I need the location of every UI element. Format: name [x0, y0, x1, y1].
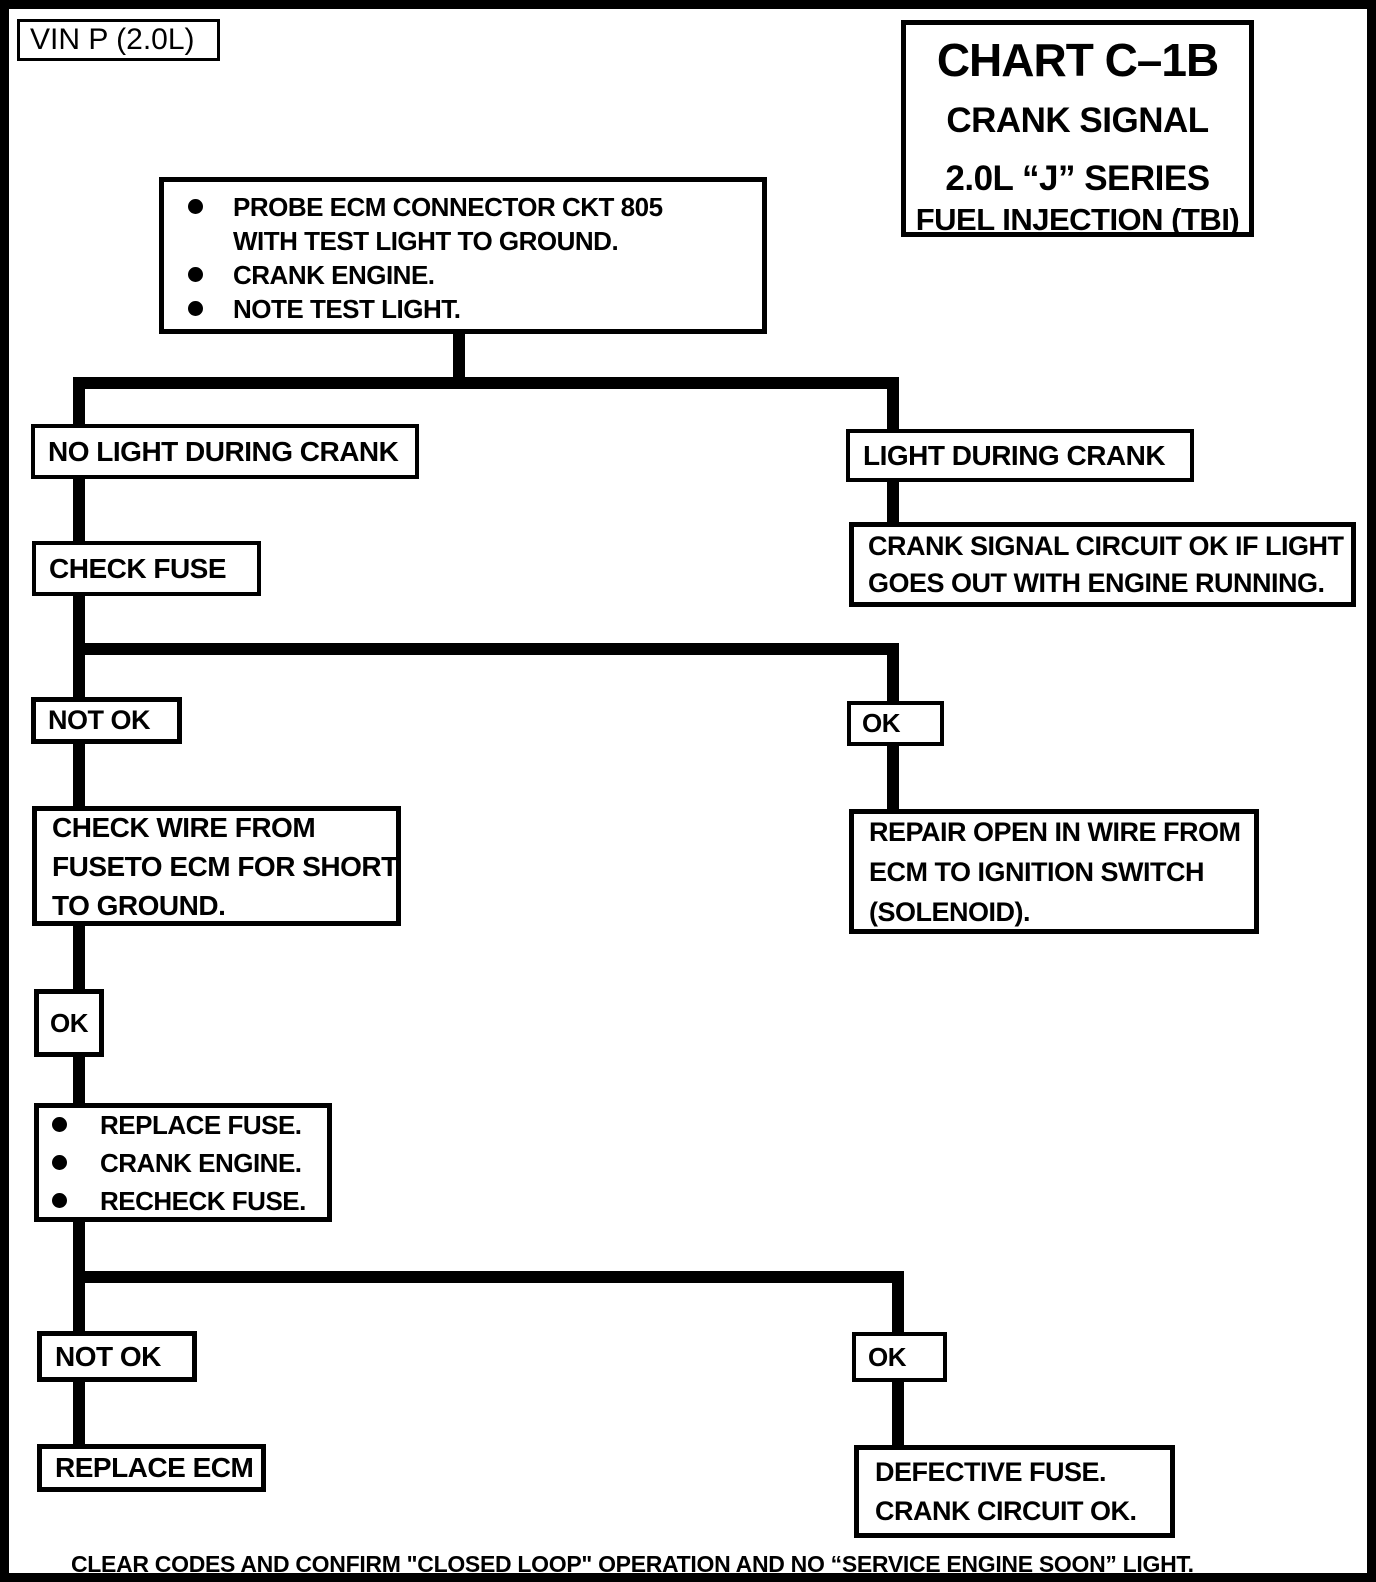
bullet-icon [52, 1116, 67, 1132]
bullet-icon [52, 1192, 67, 1208]
node-no-light-during-crank: NO LIGHT DURING CRANK [31, 424, 419, 479]
node-check-wire-from-fuse: CHECK WIRE FROM FUSETO ECM FOR SHORT TO … [32, 806, 401, 926]
connector-ok-to-defectivefuse [892, 1380, 904, 1447]
bullet-item: CRANK ENGINE. [52, 1144, 321, 1182]
node-not-ok-1: NOT OK [31, 697, 182, 744]
connector-notok-to-replaceecm [73, 1380, 85, 1446]
bullet-icon [188, 266, 203, 282]
connector-branch1-left-drop [73, 385, 85, 426]
chart-engine: 2.0L “J” SERIES [945, 159, 1210, 198]
node-replace-fuse-procedure: REPLACE FUSE. CRANK ENGINE. RECHECK FUSE… [34, 1103, 332, 1222]
bullet-icon [188, 300, 203, 316]
vin-badge: VIN P (2.0L) [17, 19, 220, 61]
chart-title-box: CHART C–1B CRANK SIGNAL 2.0L “J” SERIES … [901, 20, 1254, 237]
chart-system: FUEL INJECTION (TBI) [915, 202, 1240, 237]
connector-ok-to-repairopen [887, 744, 899, 811]
footer-note: CLEAR CODES AND CONFIRM "CLOSED LOOP" OP… [71, 1551, 1194, 1577]
node-repair-open-in-wire: REPAIR OPEN IN WIRE FROM ECM TO IGNITION… [849, 809, 1259, 934]
connector-branch2-right-drop [887, 653, 899, 703]
connector-branch2-horizontal [73, 643, 899, 655]
connector-ok-to-fusesteps [73, 1055, 85, 1105]
bullet-item: NOTE TEST LIGHT. [188, 292, 742, 326]
connector-nolight-to-checkfuse [73, 477, 85, 543]
bullet-icon [188, 198, 203, 214]
chart-id: CHART C–1B [936, 34, 1219, 86]
connector-branch3-right-drop [892, 1281, 904, 1334]
connector-branch3-horizontal [73, 1271, 904, 1283]
bullet-item: PROBE ECM CONNECTOR CKT 805 WITH TEST LI… [188, 190, 742, 258]
connector-step1-stem [453, 334, 465, 381]
node-ok-1: OK [847, 701, 944, 746]
node-defective-fuse: DEFECTIVE FUSE. CRANK CIRCUIT OK. [854, 1445, 1175, 1538]
node-crank-signal-circuit-ok: CRANK SIGNAL CIRCUIT OK IF LIGHT GOES OU… [849, 522, 1356, 607]
bullet-icon [52, 1154, 67, 1170]
node-replace-ecm: REPLACE ECM [37, 1444, 266, 1492]
connector-branch1-horizontal [73, 377, 899, 389]
bullet-item: REPLACE FUSE. [52, 1106, 321, 1144]
bullet-item: CRANK ENGINE. [188, 258, 742, 292]
node-not-ok-2: NOT OK [37, 1331, 197, 1382]
connector-branch1-right-drop [887, 385, 899, 431]
vin-label: VIN P (2.0L) [30, 23, 195, 56]
node-light-during-crank: LIGHT DURING CRANK [846, 429, 1194, 482]
node-probe-ecm-procedure: PROBE ECM CONNECTOR CKT 805 WITH TEST LI… [159, 177, 767, 334]
connector-light-to-crankok [887, 480, 899, 524]
bullet-item: RECHECK FUSE. [52, 1182, 321, 1220]
node-ok-2: OK [34, 989, 104, 1057]
node-check-fuse: CHECK FUSE [32, 541, 261, 596]
connector-notok-to-checkwire [73, 742, 85, 808]
chart-subtitle: CRANK SIGNAL [946, 101, 1209, 140]
connector-checkwire-to-ok [73, 924, 85, 991]
node-ok-3: OK [852, 1332, 947, 1382]
